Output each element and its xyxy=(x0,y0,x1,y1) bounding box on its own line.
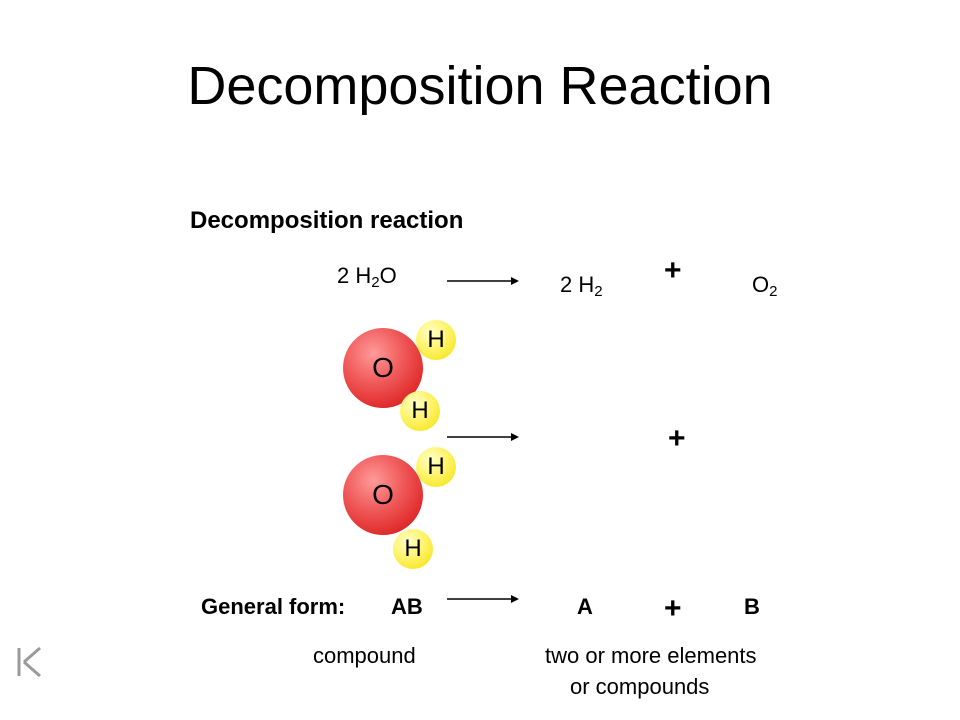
general-product-a: A xyxy=(577,594,593,619)
general-product-b: B xyxy=(744,594,760,619)
equation-plus: + xyxy=(664,254,682,287)
compound-description: compound xyxy=(313,643,416,668)
middle-plus: + xyxy=(668,422,686,455)
first-slide-icon[interactable] xyxy=(14,644,44,680)
oxygen-atom-1-label: O xyxy=(372,352,394,383)
hydrogen-atom-2b: H xyxy=(393,529,433,569)
product-o2-formula: O2 xyxy=(752,272,778,300)
reaction-arrow-general xyxy=(447,595,519,603)
oxygen-atom-2: O xyxy=(343,455,423,535)
elements-description-line1: two or more elements xyxy=(545,643,757,668)
section-heading: Decomposition reaction xyxy=(190,207,464,234)
hydrogen-atom-1a: H xyxy=(416,320,456,360)
hydrogen-atom-2a: H xyxy=(416,447,456,487)
hydrogen-atom-1b-label: H xyxy=(411,397,429,424)
product-h2-formula: 2 H2 xyxy=(560,272,603,300)
reaction-arrow-top xyxy=(447,277,519,285)
hydrogen-atom-2a-label: H xyxy=(427,453,445,480)
page-title: Decomposition Reaction xyxy=(187,56,773,116)
hydrogen-atom-2b-label: H xyxy=(404,535,422,562)
oxygen-atom-2-label: O xyxy=(372,479,394,510)
general-form-label: General form: xyxy=(201,594,346,619)
reaction-arrow-middle xyxy=(447,433,519,441)
elements-description-line2: or compounds xyxy=(570,674,710,699)
general-plus: + xyxy=(664,592,682,625)
hydrogen-atom-1a-label: H xyxy=(427,326,445,353)
hydrogen-atom-1b: H xyxy=(400,391,440,431)
reactant-formula: 2 H2O xyxy=(337,263,397,291)
general-reactant: AB xyxy=(391,594,423,619)
